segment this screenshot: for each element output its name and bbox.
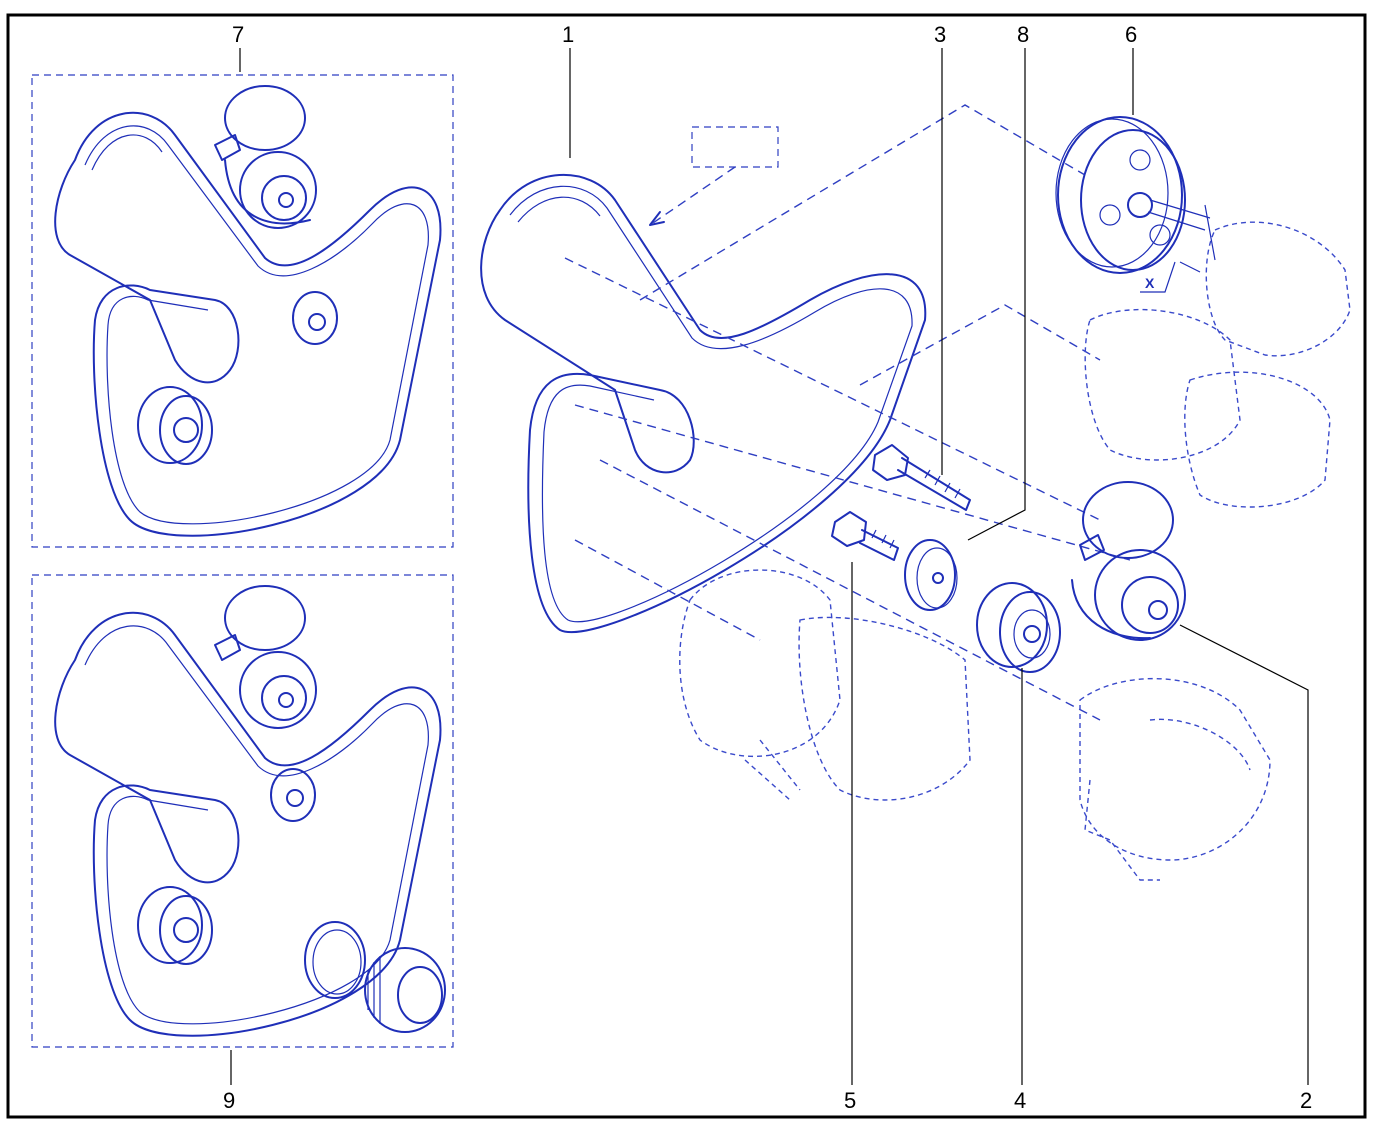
idler-pulley-icon: [270, 768, 316, 822]
callout-6: 6: [1125, 22, 1137, 47]
inset-7: [31, 74, 454, 548]
inset-7-box: [31, 74, 454, 548]
centerline: [859, 304, 1101, 386]
belt-icon: [54, 611, 442, 1037]
callout-1: 1: [562, 22, 574, 47]
engine-block-ghost: [1084, 221, 1351, 508]
bolt-icon: [831, 511, 899, 561]
diagram-frame: [6, 13, 1367, 1119]
callout-5: 5: [844, 1088, 856, 1113]
callout-7: 7: [232, 22, 244, 47]
callout-8: 8: [1017, 22, 1029, 47]
centerline: [639, 104, 1086, 301]
label-arrow: [649, 166, 736, 226]
label-box: [691, 126, 779, 168]
main-view: X: [480, 104, 1351, 881]
tensioner-icon: [1071, 481, 1186, 641]
centerline: [564, 257, 1101, 521]
washer-icon: [904, 539, 958, 611]
dimension-x-label: X: [1145, 275, 1155, 291]
callout-4: 4: [1014, 1088, 1026, 1113]
inset-9: [31, 574, 454, 1048]
leaders: [230, 48, 1309, 1085]
alternator-ghost: [1079, 678, 1271, 881]
callout-9: 9: [223, 1088, 235, 1113]
centerline: [574, 404, 1131, 561]
pulley-icon: [364, 947, 446, 1033]
inset-9-box: [31, 574, 454, 1048]
idler-pulley-icon: [292, 291, 338, 345]
crankshaft-pulley-icon: [137, 386, 213, 465]
leader-2: [1179, 624, 1309, 1085]
leader-8: [967, 48, 1026, 541]
belt-icon: [54, 111, 442, 537]
centerline: [574, 539, 761, 641]
compressor-ghost: [679, 569, 971, 801]
bolt-icon: [872, 444, 971, 511]
callout-2: 2: [1300, 1088, 1312, 1113]
tensioner-icon: [214, 85, 317, 229]
crankshaft-pulley-icon: [137, 886, 213, 965]
callout-3: 3: [934, 22, 946, 47]
belt-icon: [480, 173, 927, 633]
tensioner-icon: [214, 585, 317, 729]
idler-pulley-icon: [976, 582, 1061, 673]
crankshaft-pulley-icon: X: [1055, 116, 1216, 293]
ring-icon: [304, 921, 366, 999]
centerline: [599, 459, 1101, 721]
